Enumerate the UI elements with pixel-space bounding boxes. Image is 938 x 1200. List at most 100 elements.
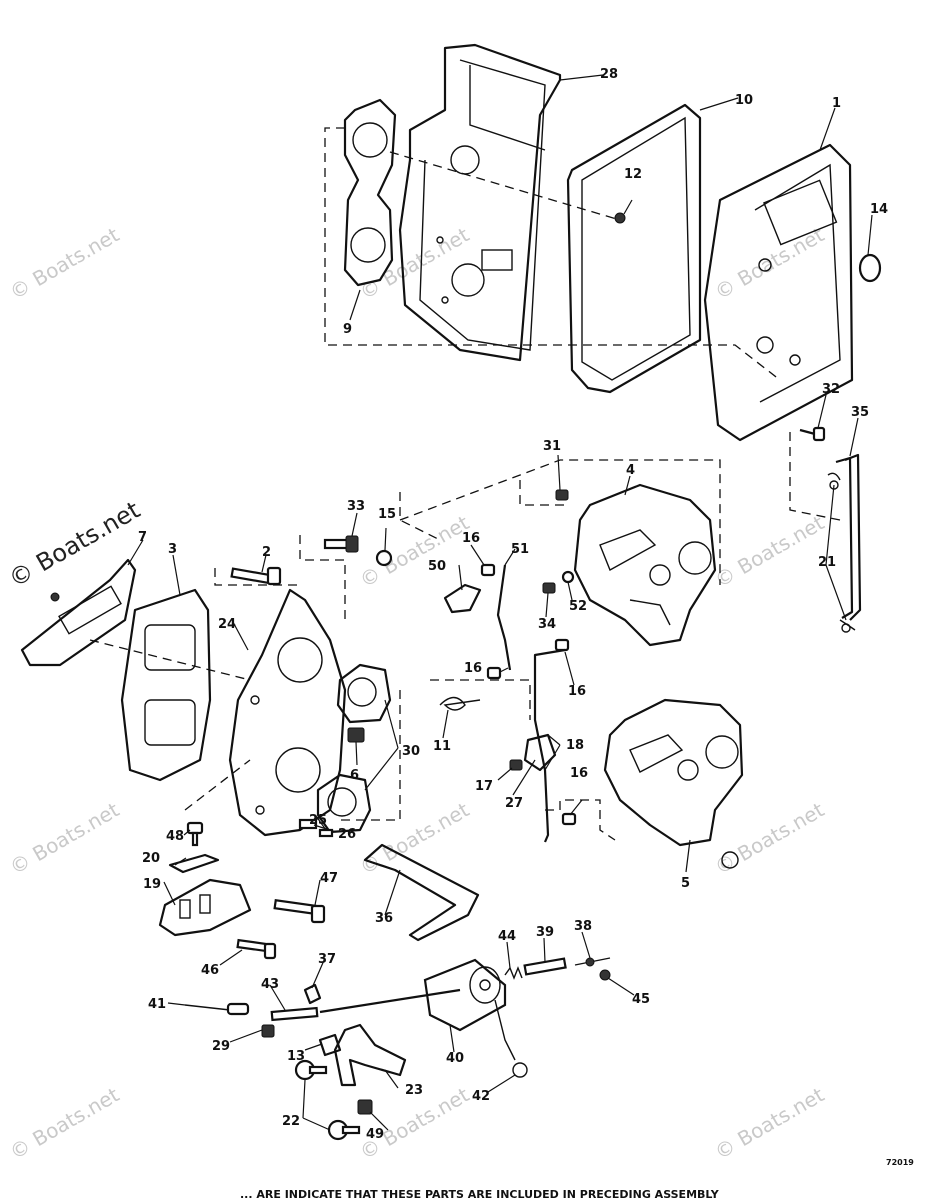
part-12-screw (614, 199, 633, 224)
callout-14: 14 (870, 202, 888, 217)
part-3-gasket (120, 588, 212, 782)
callout-29: 29 (212, 1039, 230, 1054)
part-49-nut (357, 1099, 373, 1115)
part-39-plunger (523, 957, 567, 976)
part-37-clip (303, 983, 322, 1005)
callout-38: 38 (574, 919, 592, 934)
part-30-gaskets (316, 663, 392, 834)
part-5-carburetor-lower (603, 698, 744, 869)
part-33-screw (323, 535, 359, 553)
callout-44: 44 (498, 929, 516, 944)
callout-47: 47 (320, 871, 338, 886)
part-19-bracket (158, 878, 252, 937)
callout-31: 31 (543, 439, 561, 454)
callout-24: 24 (218, 617, 236, 632)
callout-51: 51 (511, 542, 529, 557)
footer-note: ... ARE INDICATE THAT THESE PARTS ARE IN… (240, 1188, 720, 1200)
callout-7: 7 (138, 530, 147, 545)
part-17-screw (509, 759, 523, 771)
callout-11: 11 (433, 739, 451, 754)
callout-labels: 1 2 3 4 5 6 7 9 10 11 12 13 14 15 16 16 … (138, 67, 888, 1142)
part-52-nut (561, 570, 575, 584)
callout-52: 52 (569, 599, 587, 614)
solenoid-rod (319, 988, 461, 1014)
part-46-bolt (236, 938, 277, 960)
callout-12: 12 (624, 167, 642, 182)
callout-17: 17 (475, 779, 493, 794)
callout-4: 4 (626, 463, 635, 478)
callout-37: 37 (318, 952, 336, 967)
part-13-clip (318, 1033, 342, 1057)
part-26-screw (298, 818, 318, 830)
callout-20: 20 (142, 851, 160, 866)
callout-40: 40 (446, 1051, 464, 1066)
callout-33: 33 (347, 499, 365, 514)
watermark: © Boats.net (6, 1082, 124, 1164)
callout-16: 16 (464, 661, 482, 676)
watermark: © Boats.net (711, 1082, 829, 1164)
diagram-code: 72019 (886, 1158, 914, 1167)
watermark: © Boats.net (711, 222, 829, 304)
watermark-layer: © Boats.net © Boats.net © Boats.net © Bo… (4, 222, 828, 1164)
callout-18: 18 (566, 738, 584, 753)
callout-39: 39 (536, 925, 554, 940)
callout-16: 16 (568, 684, 586, 699)
callout-15: 15 (378, 507, 396, 522)
part-44-spring (504, 966, 523, 980)
callout-36: 36 (375, 911, 393, 926)
part-31-nut (555, 489, 569, 501)
part-20-plate (168, 853, 220, 874)
part-34-screw (542, 582, 556, 594)
part-48-screw (186, 821, 204, 847)
callout-10: 10 (735, 93, 753, 108)
watermark: © Boats.net (356, 797, 474, 879)
part-10-gasket (566, 103, 702, 394)
part-42-wire-terminal (494, 999, 528, 1078)
callout-48: 48 (166, 829, 184, 844)
watermark: © Boats.net (711, 510, 829, 592)
part-29-screw (261, 1024, 275, 1038)
watermark: © Boats.net (4, 496, 145, 593)
callout-23: 23 (405, 1083, 423, 1098)
part-32-bolt (799, 426, 826, 442)
callout-41: 41 (148, 997, 166, 1012)
callout-16: 16 (462, 531, 480, 546)
part-14-plug (858, 253, 882, 283)
watermark: © Boats.net (356, 222, 474, 304)
part-38-spring (574, 957, 611, 967)
callout-42: 42 (472, 1089, 490, 1104)
part-36-hose (363, 843, 480, 942)
watermark: © Boats.net (711, 797, 829, 879)
callout-26: 26 (338, 827, 356, 842)
callout-2: 2 (262, 545, 271, 560)
watermark: © Boats.net (6, 797, 124, 879)
part-50-lever (443, 583, 482, 614)
callout-34: 34 (538, 617, 556, 632)
part-9-gasket (343, 98, 397, 287)
callout-27: 27 (505, 796, 523, 811)
callout-43: 43 (261, 977, 279, 992)
callout-49: 49 (366, 1127, 384, 1142)
callout-22: 22 (282, 1114, 300, 1129)
part-45-nut (599, 969, 611, 981)
part-22-screws (294, 1059, 361, 1141)
callout-25: 25 (309, 813, 327, 828)
part-23-bracket (333, 1023, 407, 1087)
part-6-screw (347, 727, 365, 743)
part-16-fittings (480, 563, 577, 826)
callout-16: 16 (570, 766, 588, 781)
callout-46: 46 (201, 963, 219, 978)
part-4-carburetor-upper (573, 483, 717, 647)
callout-9: 9 (343, 322, 352, 337)
part-43-link (270, 1006, 319, 1022)
callout-30: 30 (402, 744, 420, 759)
callout-45: 45 (632, 992, 650, 1007)
callout-3: 3 (168, 542, 177, 557)
callout-28: 28 (600, 67, 618, 82)
part-27-bracket (523, 733, 557, 772)
watermark: © Boats.net (356, 510, 474, 592)
part-11-spring (439, 696, 481, 711)
callout-6: 6 (350, 768, 359, 783)
callout-35: 35 (851, 405, 869, 420)
